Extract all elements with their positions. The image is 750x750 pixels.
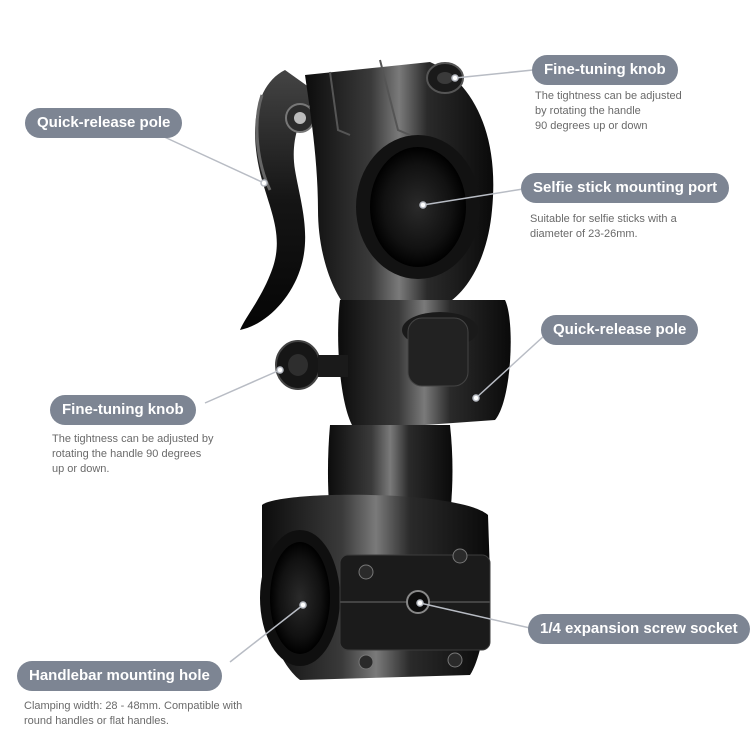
callout-label-handlebar-hole: Handlebar mounting hole [17, 661, 222, 691]
callout-label-quick-release-pole-left: Quick-release pole [25, 108, 183, 138]
handlebar-clamp [260, 494, 491, 680]
quick-release-lever [240, 70, 320, 330]
top-knob [426, 62, 464, 94]
swivel-joint [338, 300, 511, 430]
callout-label-fine-tuning-knob-top: Fine-tuning knob [532, 55, 678, 85]
callout-desc-handlebar-hole: Clamping width: 28 - 48mm. Compatible wi… [24, 700, 243, 727]
callout-label-quick-release-pole-right: Quick-release pole [541, 315, 699, 345]
selfie-stick-clamp [305, 59, 494, 312]
callout-label-screw-socket: 1/4 expansion screw socket [528, 614, 750, 644]
side-knob [275, 340, 348, 390]
callout-label-selfie-stick-port: Selfie stick mounting port [521, 173, 730, 203]
callout-desc-fine-tuning-knob-top: The tightness can be adjusted by rotatin… [535, 90, 682, 132]
callout-desc-selfie-stick-port: Suitable for selfie sticks with a diamet… [530, 213, 677, 240]
callout-desc-fine-tuning-knob-left: The tightness can be adjusted by rotatin… [52, 433, 214, 475]
callout-label-fine-tuning-knob-left: Fine-tuning knob [50, 395, 196, 425]
leader-lines [159, 69, 546, 663]
